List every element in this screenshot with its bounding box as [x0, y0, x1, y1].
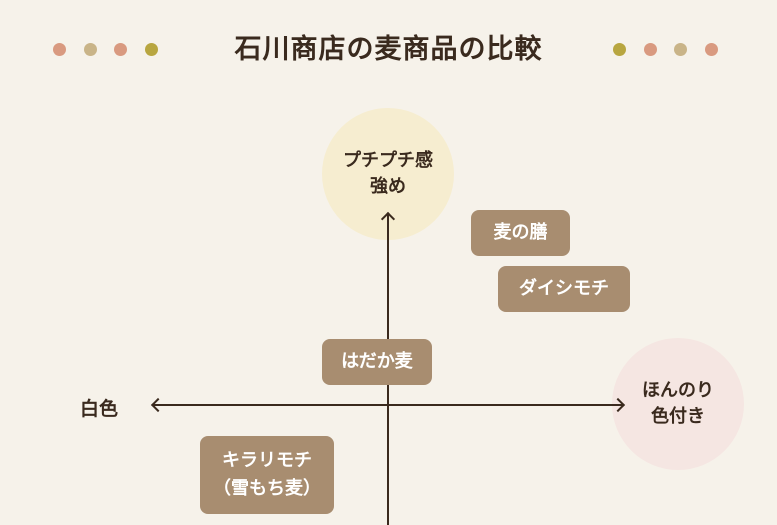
decor-dot [84, 43, 97, 56]
product-tag-mugi-no-zen: 麦の膳 [471, 210, 570, 256]
decor-dot [145, 43, 158, 56]
axis-top-label: プチプチ感 強め [343, 150, 433, 197]
decor-dot [674, 43, 687, 56]
axis-left-label: 白色 [80, 398, 119, 420]
decor-dot [705, 43, 718, 56]
product-tag-daishimochi: ダイシモチ [498, 266, 630, 312]
product-tag-kirarimochi: キラリモチ （雪もち麦） [200, 436, 334, 514]
page-title: 石川商店の麦商品の比較 [234, 34, 543, 65]
product-tag-hadakamugi: はだか麦 [322, 339, 432, 385]
title-row: 石川商店の麦商品の比較 [0, 28, 777, 72]
decor-dot [53, 43, 66, 56]
decor-dot [644, 43, 657, 56]
decor-dot [114, 43, 127, 56]
axis-right-label: ほんのり 色付き [642, 380, 714, 427]
axis-right-circle: ほんのり 色付き [612, 338, 744, 470]
horizontal-axis [152, 404, 624, 406]
horizontal-axis-left-arrowhead [150, 397, 166, 413]
decor-dot [613, 43, 626, 56]
